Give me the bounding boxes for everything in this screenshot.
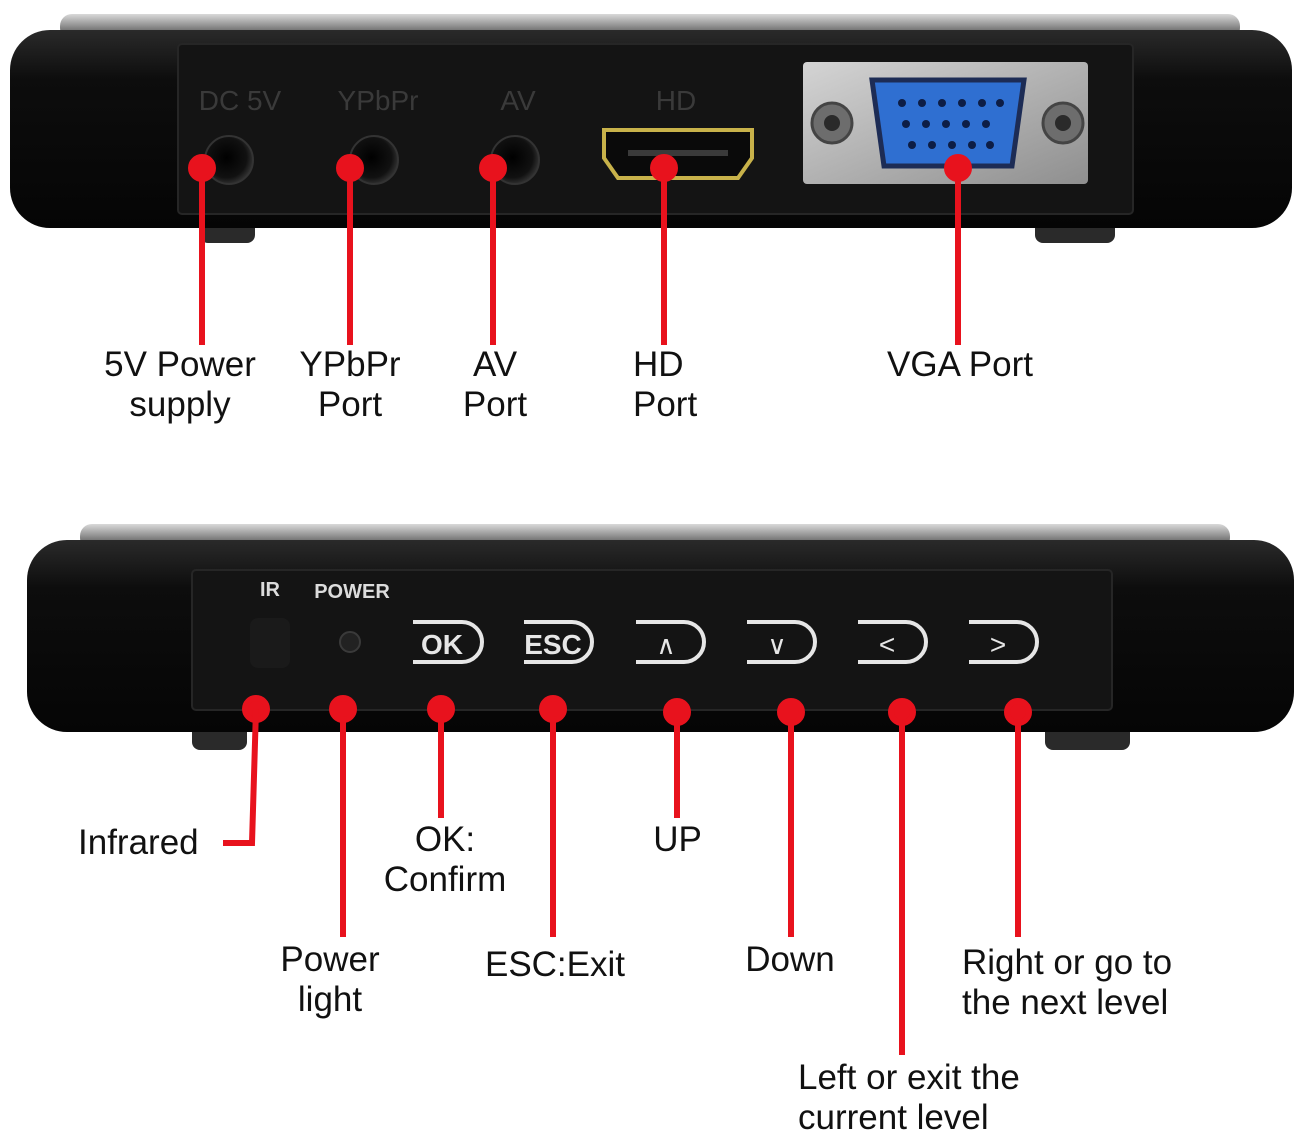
silk-label-hd: HD (656, 85, 696, 116)
silk-label-av: AV (500, 85, 536, 116)
up-button[interactable]: ∧ (636, 620, 706, 664)
silk-label-dc5v: DC 5V (199, 85, 282, 116)
vga-port (803, 62, 1088, 184)
ok-button-label: OK (421, 629, 463, 660)
callout-esc-exit: ESC:Exit (484, 945, 626, 984)
front-leader-lines (223, 695, 1032, 1055)
front-device: IR POWER OK ESC ∧ ∨ < > (27, 524, 1294, 1055)
ok-button[interactable]: OK (413, 620, 484, 664)
callout-power-light: Power light (280, 940, 380, 1019)
callout-infrared: Infrared (78, 823, 199, 862)
silk-label-ir: IR (260, 579, 281, 601)
right-arrow-icon: > (990, 629, 1006, 660)
callout-right-next: Right or go to the next level (962, 943, 1173, 1022)
power-led (339, 631, 361, 653)
callout-ypbpr-port: YPbPr Port (299, 345, 401, 424)
rear-leader-lines (188, 154, 972, 345)
callout-5v-power-supply: 5V Power supply (104, 345, 256, 424)
down-arrow-icon: ∨ (767, 630, 786, 660)
esc-button[interactable]: ESC (524, 620, 594, 664)
callout-down: Down (745, 940, 835, 979)
callout-ok-confirm: OK: Confirm (383, 820, 507, 899)
left-arrow-icon: < (879, 629, 895, 660)
ir-window (250, 618, 290, 668)
silk-label-ypbpr: YPbPr (338, 85, 419, 116)
esc-button-label: ESC (524, 629, 582, 660)
hdmi-port (602, 128, 754, 180)
callout-av-port: AV Port (462, 345, 528, 424)
callout-left-exit: Left or exit the current level (798, 1058, 1020, 1137)
up-arrow-icon: ∧ (656, 630, 675, 660)
silk-label-power: POWER (314, 581, 390, 603)
right-button[interactable]: > (969, 620, 1039, 664)
callout-vga-port: VGA Port (887, 345, 1033, 384)
callout-hd-port: HD Port (633, 345, 698, 424)
down-button[interactable]: ∨ (747, 620, 817, 664)
rear-device: DC 5V YPbPr AV HD (10, 14, 1292, 345)
callout-up: UP (653, 820, 702, 859)
front-button-panel (191, 569, 1113, 711)
left-button[interactable]: < (858, 620, 928, 664)
